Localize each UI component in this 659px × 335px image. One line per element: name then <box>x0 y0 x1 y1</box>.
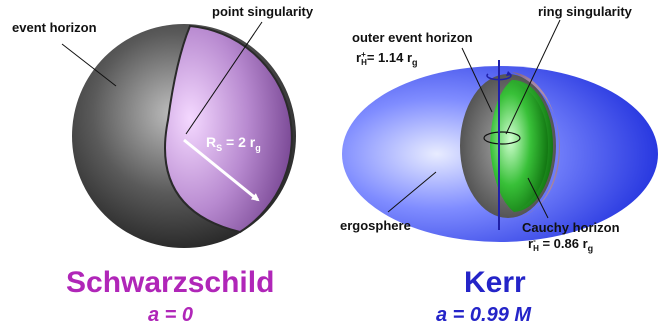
outer-event-horizon-label: outer event horizon <box>352 30 473 45</box>
ring-singularity-ellipse <box>483 131 521 145</box>
cauchy-r-value-sub: g <box>587 243 594 254</box>
event-horizon-label: event horizon <box>12 20 97 35</box>
radius-symbol-sub: S <box>216 142 223 153</box>
kerr-param: a = 0.99 M <box>436 304 532 326</box>
cauchy-horizon-label: Cauchy horizon <box>522 220 620 235</box>
ring-singularity-leader <box>505 19 561 135</box>
schwarzschild-black-hole <box>61 21 296 248</box>
rotation-arrowhead-icon <box>506 71 512 76</box>
cauchy-horizon-leader <box>527 177 549 219</box>
kerr-black-hole <box>342 19 658 242</box>
schwarzschild-param: a = 0 <box>148 304 194 326</box>
outer-horizon-leader <box>461 47 493 113</box>
cauchy-horizon-green-face <box>490 80 548 212</box>
event-horizon-leader <box>61 43 117 87</box>
cauchy-r-sub: H <box>533 243 539 253</box>
schwarzschild-title: Schwarzschild <box>66 266 275 299</box>
radius-equation: = 2 r <box>222 134 256 150</box>
radius-equation-sub: g <box>255 142 261 153</box>
point-singularity-leader <box>185 21 263 135</box>
ergosphere-label: ergosphere <box>340 218 411 233</box>
radius-arrow <box>183 138 260 202</box>
outer-horizon-radius-label: r+H= 1.14 rg <box>356 50 418 68</box>
kerr-title: Kerr <box>464 266 526 299</box>
outer-r-sub: H <box>361 57 367 67</box>
cauchy-horizon-radius-label: r-H = 0.86 rg <box>528 236 593 254</box>
cauchy-r-value: = 0.86 r <box>538 236 588 251</box>
radius-symbol: R <box>206 134 217 150</box>
outer-r-value: = 1.14 r <box>366 50 413 65</box>
outer-r-symbol: r <box>356 50 362 65</box>
rotation-arrow-icon <box>486 73 512 81</box>
outer-r-value-sub: g <box>412 57 418 68</box>
schwarzschild-radius-label: RS = 2 rg <box>206 134 261 153</box>
point-singularity-label: point singularity <box>212 4 314 19</box>
cauchy-r-symbol: r <box>528 236 534 251</box>
outer-r-sup: + <box>361 49 366 59</box>
schwarzschild-interior-cutaway <box>164 24 293 234</box>
cauchy-r-sup: - <box>533 235 536 245</box>
ergosphere-leader <box>387 171 437 213</box>
ring-singularity-label: ring singularity <box>538 4 632 19</box>
